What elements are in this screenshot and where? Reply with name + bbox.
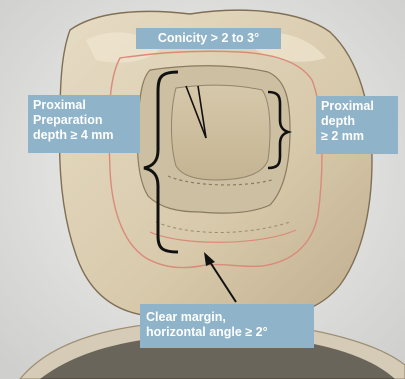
proximal-preparation-line-1: Proximal [33, 98, 135, 113]
proximal-depth-line-2: depth [321, 114, 393, 129]
conicity-label: Conicity > 2 to 3° [136, 28, 281, 49]
conicity-text: Conicity > 2 to 3° [140, 31, 277, 46]
proximal-depth-line-3: ≥ 2 mm [321, 129, 393, 144]
clear-margin-line-1: Clear margin, [146, 310, 308, 325]
clear-margin-line-2: horizontal angle ≥ 2° [146, 325, 308, 340]
proximal-preparation-line-3: depth ≥ 4 mm [33, 128, 135, 143]
proximal-preparation-label: Proximal Preparation depth ≥ 4 mm [28, 95, 140, 153]
proximal-preparation-line-2: Preparation [33, 113, 135, 128]
box-floor [172, 85, 271, 180]
proximal-depth-label: Proximal depth ≥ 2 mm [316, 96, 398, 154]
proximal-depth-line-1: Proximal [321, 99, 393, 114]
clear-margin-label: Clear margin, horizontal angle ≥ 2° [140, 304, 314, 348]
